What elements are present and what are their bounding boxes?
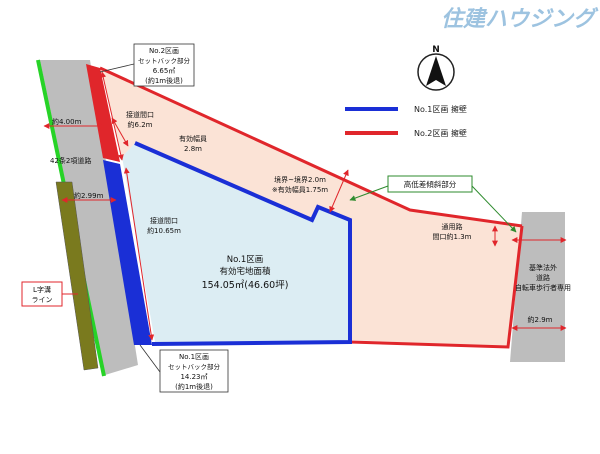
lot2-setback-label: セットバック部分 (138, 56, 191, 65)
right-road-name-3: 自転車歩行者専用 (515, 283, 571, 292)
lot2-frontage-label: 接道間口 (126, 110, 154, 119)
left-road-width-label: 約4.00m (52, 117, 82, 126)
l-gutter-strip (55, 181, 99, 371)
lot2-eff-width-value: 2.8m (184, 145, 202, 153)
lot2-frontage-value: 約6.2m (128, 120, 153, 129)
boundary-width-line2: ※有効幅員1.75m (272, 185, 328, 194)
dim-lot2-eff-width (111, 117, 129, 147)
lot1-frontage-value: 約10.65m (147, 226, 181, 235)
l-gutter-callout: L字溝 ライン (21, 281, 78, 307)
right-road-name-2: 道路 (536, 273, 550, 282)
brand-logo: 住建ハウジング (441, 6, 599, 32)
compass-icon: N (417, 45, 455, 91)
lot2-retaining-wall-bottom (349, 225, 524, 349)
slope-callout: 高低差傾斜部分 (349, 175, 517, 233)
lot1-area (122, 143, 350, 342)
access-path-value: 間口約1.3m (433, 232, 472, 241)
lot1-setback-note: (約1m後退) (175, 382, 213, 391)
lot1-setback-label: セットバック部分 (168, 362, 221, 371)
left-road-width-2-label: 約2.99m (74, 191, 104, 200)
lot1-setback-area: 14.23㎡ (180, 373, 207, 381)
lot2-retaining-wall-top (99, 66, 523, 228)
dim-lot1-frontage (123, 167, 155, 341)
right-road-name-1: 基準法外 (529, 263, 557, 272)
lot1-setback-title: No.1区画 (179, 353, 209, 361)
lot2-area (100, 68, 522, 347)
legend: No.1区画 擁壁 No.2区画 擁壁 (345, 104, 467, 138)
lot1-frontage-label: 接道間口 (150, 216, 178, 225)
lot2-setback-title: No.2区画 (149, 47, 179, 55)
left-road (40, 60, 138, 375)
l-gutter-line1: L字溝 (33, 285, 51, 294)
dim-boundary-width (329, 169, 349, 213)
lot2-setback-note: (約1m後退) (145, 76, 183, 85)
right-road-width-label: 約2.9m (528, 315, 553, 324)
lot1-title: No.1区画 (227, 255, 264, 265)
lot1-area-value: 154.05㎡(46.60坪) (202, 279, 289, 291)
slope-label: 高低差傾斜部分 (404, 179, 457, 189)
lot1-setback-callout: No.1区画 セットバック部分 14.23㎡ (約1m後退) (139, 344, 229, 393)
boundary-width-line1: 境界~境界2.0m (274, 175, 326, 184)
left-road-type-label: 42条2項道路 (50, 156, 91, 165)
lot1-retaining-wall (134, 141, 352, 346)
compass-north-label: N (432, 45, 440, 55)
lot2-eff-width-label: 有効幅員 (179, 134, 207, 143)
legend-label-lot1: No.1区画 擁壁 (414, 104, 467, 114)
legend-label-lot2: No.2区画 擁壁 (414, 128, 467, 138)
l-gutter-line2: ライン (32, 296, 53, 304)
lot2-setback-callout: No.2区画 セットバック部分 6.65㎡ (約1m後退) (99, 43, 195, 87)
access-path-label: 通用路 (442, 222, 463, 231)
lot1-area-label: 有効宅地面積 (219, 266, 271, 277)
lot2-setback-area: 6.65㎡ (153, 67, 176, 75)
right-road (510, 212, 565, 362)
